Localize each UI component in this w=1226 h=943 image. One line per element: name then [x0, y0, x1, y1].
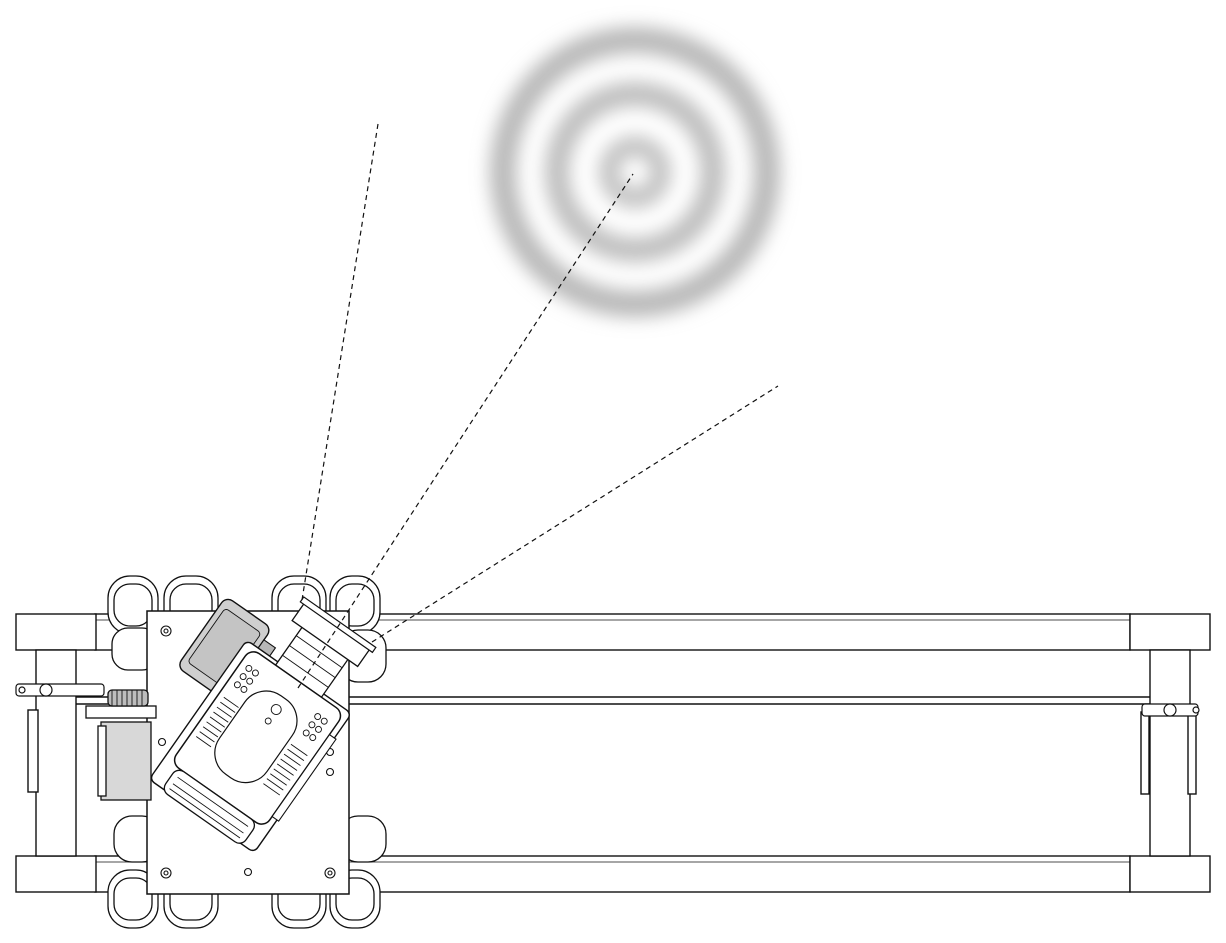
view-line-right [371, 385, 779, 643]
field-of-view-lines [297, 123, 779, 689]
clamp-icon [15, 683, 1200, 717]
view-line-center [297, 173, 634, 689]
target-icon [490, 27, 780, 317]
view-line-left [301, 123, 379, 601]
drive-motor [85, 689, 157, 801]
camera-icon [150, 596, 377, 852]
left-end-block [15, 613, 97, 893]
right-end-block [1129, 613, 1211, 893]
